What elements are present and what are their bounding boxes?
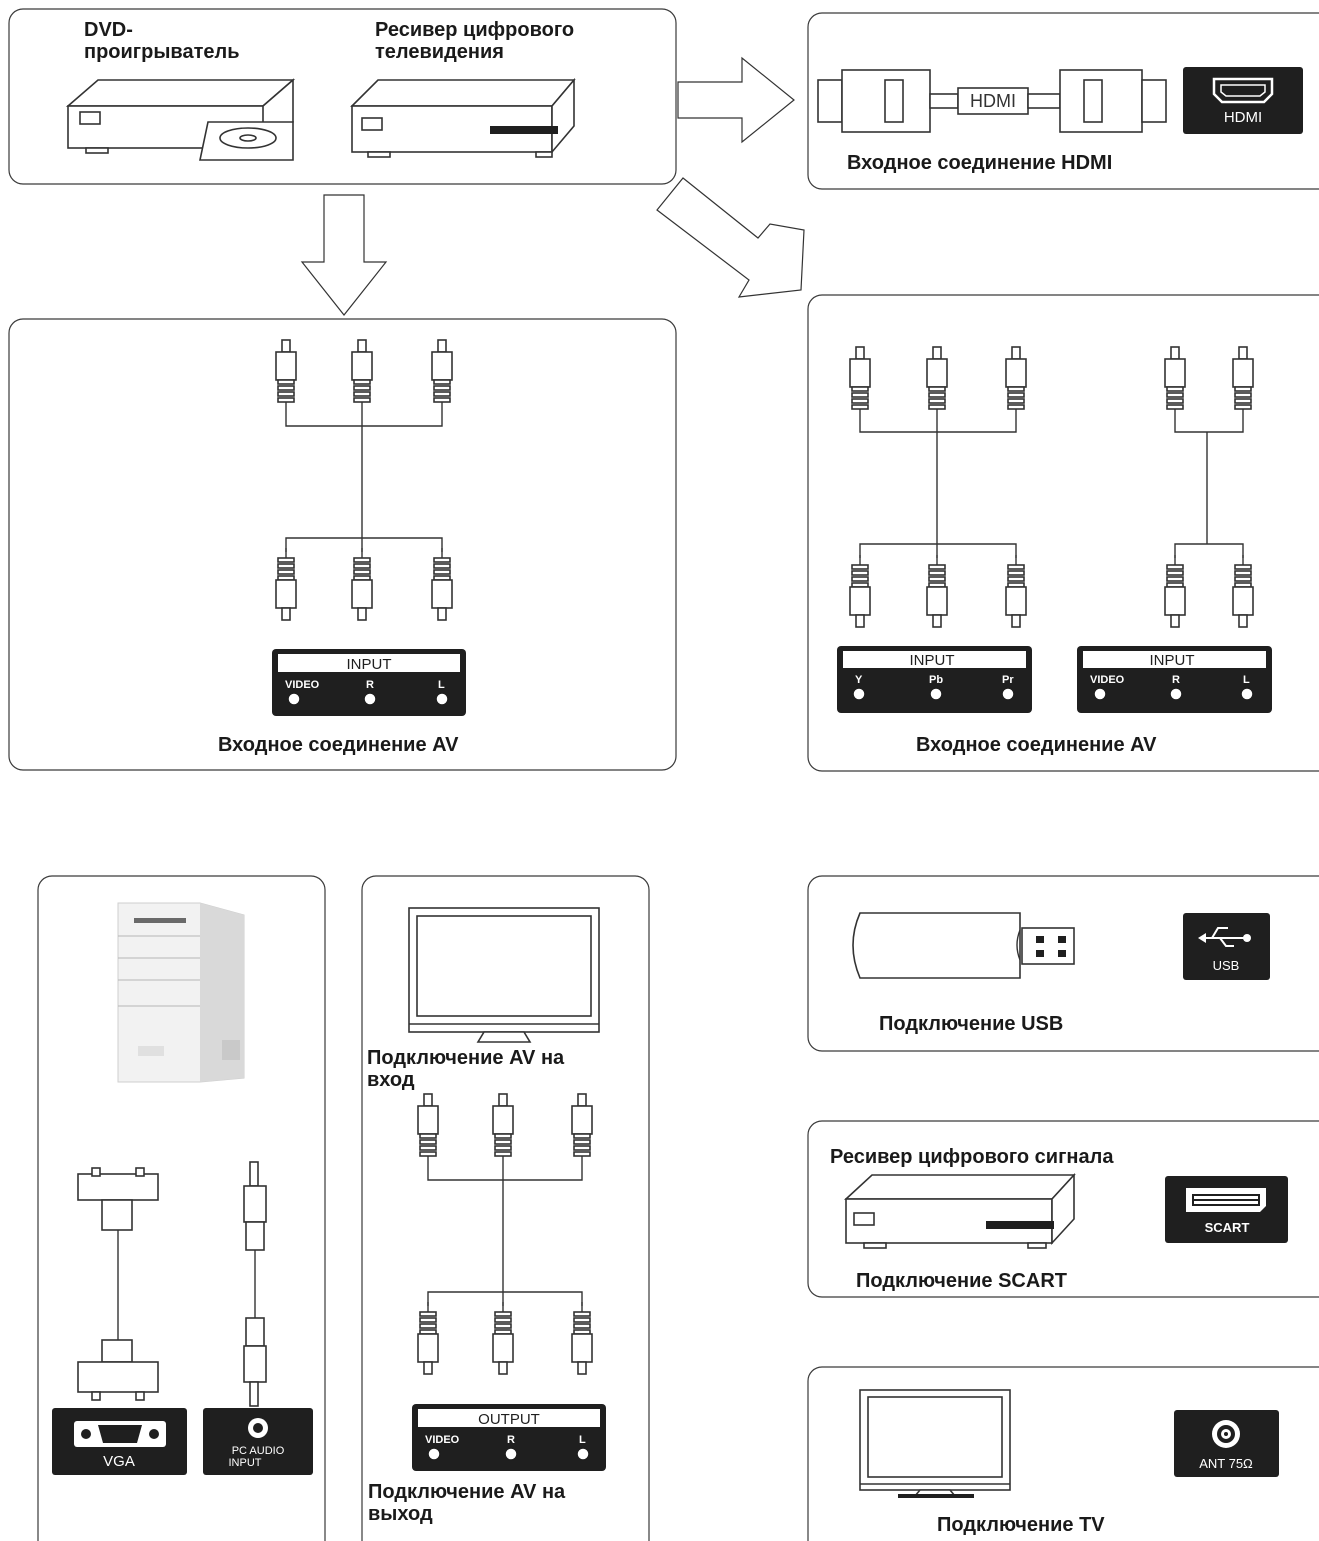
vga-port-icon: VGA [52, 1408, 187, 1475]
ant-port-icon: ANT 75Ω [1174, 1410, 1279, 1477]
out-port-label-l: L [579, 1434, 586, 1446]
av-in-caption-line2: вход [367, 1069, 415, 1091]
ant-port-label: ANT 75Ω [1199, 1456, 1253, 1471]
rca-output-cable-icon [417, 1093, 593, 1375]
hdmi-port-label: HDMI [1224, 109, 1262, 126]
scart-receiver-icon [843, 1172, 1076, 1249]
out-port-label-r: R [507, 1434, 515, 1446]
port-label-pr: Pr [1002, 674, 1014, 686]
av-input-panel-left [8, 318, 677, 771]
pc-audio-port-icon: PC AUDIO INPUT [203, 1408, 313, 1475]
port-label-r: R [366, 679, 374, 691]
tv-antenna-icon [859, 1389, 1011, 1498]
av-left-caption: Входное соединение AV [218, 734, 459, 756]
arrow-down [300, 194, 388, 316]
vga-port-label: VGA [103, 1453, 135, 1470]
component-input-jack-panel: INPUT Y Pb Pr [837, 646, 1032, 713]
hdmi-cable-label: HDMI [970, 91, 1016, 111]
composite-input-jack-panel: INPUT VIDEO R L [1077, 646, 1272, 713]
usb-caption: Подключение USB [879, 1013, 1063, 1035]
port-label-l: L [438, 679, 445, 691]
port-label-l-2: L [1243, 674, 1250, 686]
dvd-player-icon [65, 78, 296, 161]
receiver-label-line1: Ресивер цифрового [375, 19, 574, 41]
usb-port-icon: USB [1183, 913, 1270, 980]
usb-port-label: USB [1213, 958, 1240, 973]
av-in-caption-line1: Подключение AV на [367, 1047, 565, 1069]
av-input-jack-panel: INPUT VIDEO R L [272, 649, 466, 716]
audio-cable-icon [243, 1161, 267, 1407]
composite-cable-icon [1164, 346, 1254, 628]
scart-title: Ресивер цифрового сигнала [830, 1146, 1114, 1168]
pc-audio-label-line1: PC AUDIO [232, 1445, 285, 1457]
receiver-box-icon [350, 77, 576, 158]
port-label-pb: Pb [929, 674, 943, 686]
scart-port-icon: SCART [1165, 1176, 1288, 1243]
av-out-caption-line1: Подключение AV на [368, 1481, 566, 1503]
scart-caption: Подключение SCART [856, 1270, 1067, 1292]
pc-audio-label-line2: INPUT [229, 1457, 262, 1469]
receiver-label-line2: телевидения [375, 41, 504, 63]
rca-cable-icon [275, 339, 453, 621]
av-input-title: INPUT [347, 656, 392, 673]
hdmi-caption: Входное соединение HDMI [847, 152, 1112, 174]
hdmi-cable-icon: HDMI [817, 69, 1167, 133]
out-port-label-video: VIDEO [425, 1434, 460, 1446]
component-input-title: INPUT [910, 652, 955, 669]
pc-tower-icon [117, 902, 245, 1083]
composite-input-title: INPUT [1150, 652, 1195, 669]
av-right-caption: Входное соединение AV [916, 734, 1157, 756]
arrow-right [677, 56, 795, 144]
tv-caption: Подключение TV [937, 1514, 1105, 1536]
dvd-label-line1: DVD- [84, 19, 133, 41]
hdmi-port-icon: HDMI [1183, 67, 1303, 134]
arrow-diagonal [656, 177, 805, 298]
port-label-video-2: VIDEO [1090, 674, 1125, 686]
vga-cable-icon [77, 1167, 159, 1401]
component-cable-icon [849, 346, 1027, 628]
scart-port-label: SCART [1205, 1220, 1250, 1235]
port-label-r-2: R [1172, 674, 1180, 686]
port-label-video: VIDEO [285, 679, 320, 691]
tv-icon [408, 907, 600, 1043]
av-output-title: OUTPUT [478, 1411, 540, 1428]
av-out-caption-line2: выход [368, 1503, 433, 1525]
port-label-y: Y [855, 674, 863, 686]
av-output-jack-panel: OUTPUT VIDEO R L [412, 1404, 606, 1471]
dvd-label-line2: проигрыватель [84, 41, 240, 63]
usb-stick-icon [852, 912, 1075, 979]
